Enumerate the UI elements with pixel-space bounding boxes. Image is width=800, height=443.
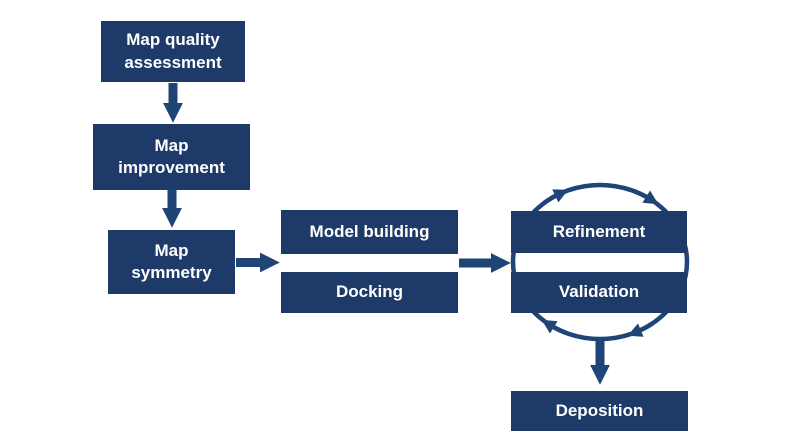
node-label: Validation — [558, 282, 640, 302]
node-label: Map symmetry — [131, 240, 212, 282]
node-refinement: Refinement — [511, 211, 687, 253]
node-model-building: Model building — [281, 210, 458, 254]
node-label: Docking — [335, 282, 404, 302]
node-docking: Docking — [281, 272, 458, 313]
node-validation: Validation — [511, 272, 687, 313]
cycle-arrowhead-bottom-right — [627, 321, 654, 337]
cycle-arrowhead-top-left — [542, 189, 569, 205]
cycle-gap-cover — [516, 252, 682, 273]
cycle-circle — [510, 182, 690, 342]
node-deposition: Deposition — [511, 391, 688, 431]
cycle-arrowhead-bottom-left — [541, 319, 567, 336]
node-label: Map quality assessment — [124, 30, 222, 72]
cycle-arrowhead-top-right — [633, 188, 659, 205]
node-map-symmetry: Map symmetry — [108, 230, 235, 294]
node-label: Model building — [309, 221, 430, 241]
node-label: Deposition — [555, 400, 644, 420]
node-map-improvement: Map improvement — [93, 124, 250, 190]
node-map-quality-assessment: Map quality assessment — [101, 21, 245, 82]
node-label: Refinement — [552, 221, 646, 241]
node-label: Map improvement — [118, 135, 225, 177]
